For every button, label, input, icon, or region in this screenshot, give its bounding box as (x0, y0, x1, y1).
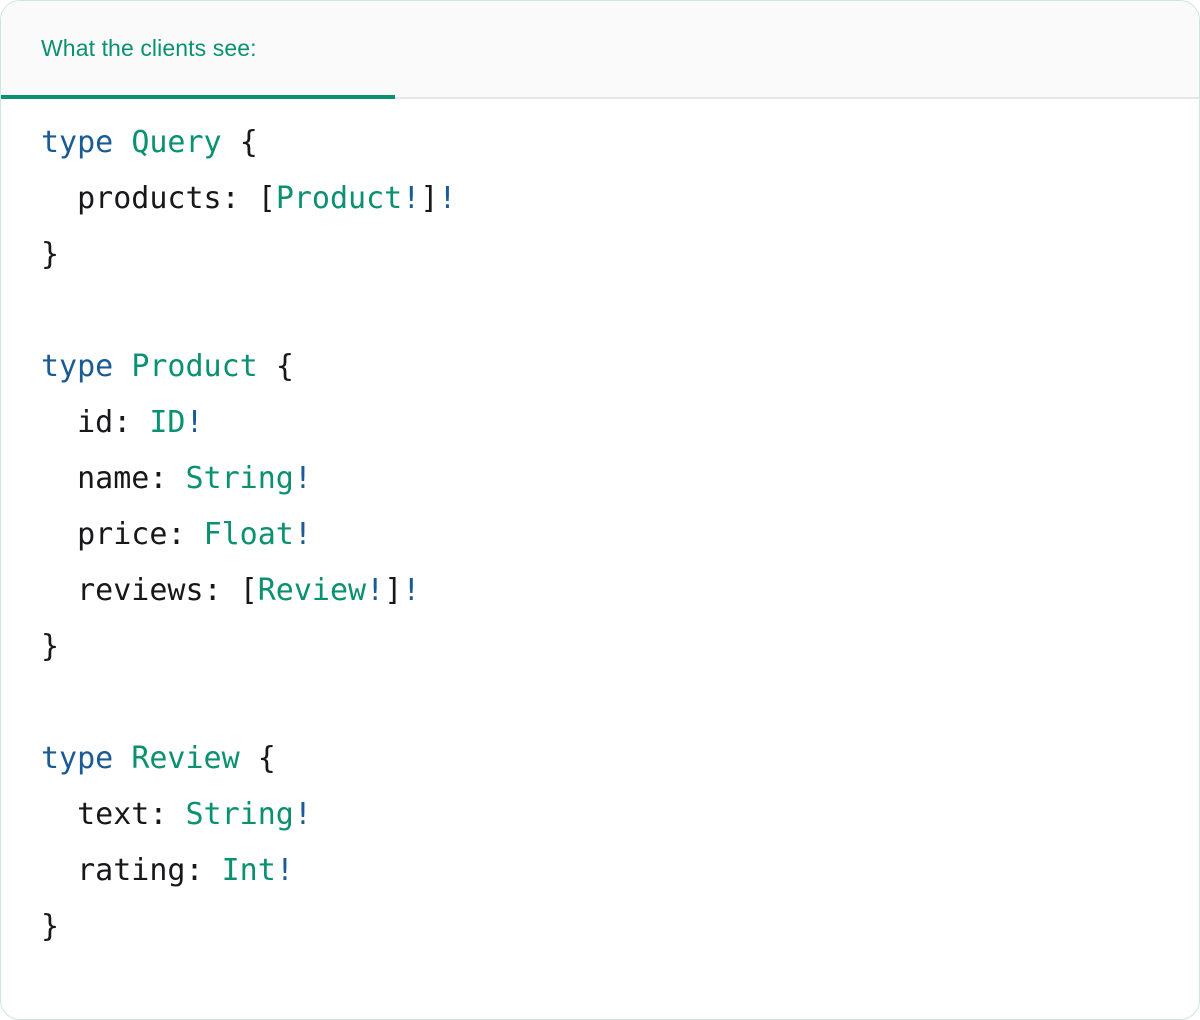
code-token-field: id (77, 405, 114, 440)
tab-label: What the clients see: (41, 34, 257, 61)
code-token-field: rating (77, 853, 186, 888)
code-token-bang: ! (293, 461, 312, 496)
code-token-punct: : (221, 181, 258, 216)
code-token-typename: ID (149, 405, 186, 440)
code-token-keyword: type (41, 349, 114, 384)
code-token-punct: : (185, 853, 222, 888)
code-token-typename: Product (275, 181, 403, 216)
code-token-punct: ] (384, 573, 403, 608)
code-line: id: ID! (41, 395, 1199, 451)
code-line: products: [Product!]! (41, 171, 1199, 227)
tab-what-the-clients-see[interactable]: What the clients see: (1, 1, 395, 99)
code-token-field: price (77, 517, 168, 552)
code-token-plain (41, 517, 77, 552)
code-token-plain (113, 349, 131, 384)
code-token-punct: : (149, 461, 186, 496)
code-token-bang: ! (293, 517, 312, 552)
code-token-bang: ! (366, 573, 385, 608)
tab-bar: What the clients see: (1, 1, 1199, 99)
code-token-plain (41, 573, 77, 608)
graphql-schema-code[interactable]: type Query { products: [Product!]!} type… (1, 115, 1199, 955)
code-area: type Query { products: [Product!]!} type… (1, 99, 1199, 955)
code-token-bang: ! (438, 181, 457, 216)
code-token-plain (41, 853, 77, 888)
code-token-keyword: type (41, 125, 114, 160)
code-token-plain (222, 125, 240, 160)
code-token-typename: String (185, 461, 294, 496)
code-token-typename: Review (131, 741, 240, 776)
code-token-bang: ! (402, 573, 421, 608)
code-line (41, 675, 1199, 731)
code-token-punct: { (275, 349, 294, 384)
code-token-field: text (77, 797, 150, 832)
code-token-keyword: type (41, 741, 114, 776)
code-line: } (41, 619, 1199, 675)
code-token-typename: Product (131, 349, 258, 384)
code-token-bang: ! (275, 853, 294, 888)
code-token-punct: { (257, 741, 276, 776)
code-token-punct: ] (420, 181, 439, 216)
code-line: } (41, 899, 1199, 955)
code-token-bang: ! (402, 181, 421, 216)
code-token-punct: [ (239, 573, 258, 608)
code-token-punct: } (41, 629, 60, 664)
code-token-typename: Float (203, 517, 294, 552)
code-token-plain (41, 461, 77, 496)
code-token-field: reviews (77, 573, 204, 608)
code-token-plain (41, 797, 77, 832)
code-token-punct: } (41, 909, 60, 944)
code-line: type Query { (41, 115, 1199, 171)
code-token-typename: Review (257, 573, 367, 608)
code-token-field: name (77, 461, 150, 496)
code-token-plain (258, 349, 276, 384)
code-token-plain (41, 405, 77, 440)
code-line: reviews: [Review!]! (41, 563, 1199, 619)
code-token-bang: ! (293, 797, 312, 832)
code-token-typename: Query (131, 125, 222, 160)
code-token-typename: String (185, 797, 294, 832)
code-token-punct: { (239, 125, 258, 160)
code-token-punct: [ (257, 181, 276, 216)
code-token-plain (113, 125, 131, 160)
code-line: } (41, 227, 1199, 283)
code-token-punct: : (149, 797, 186, 832)
code-token-punct: : (203, 573, 240, 608)
code-token-punct: : (113, 405, 150, 440)
code-line: type Product { (41, 339, 1199, 395)
code-line: name: String! (41, 451, 1199, 507)
code-token-field: products (77, 181, 222, 216)
code-line: rating: Int! (41, 843, 1199, 899)
code-token-plain (41, 181, 77, 216)
code-token-bang: ! (185, 405, 204, 440)
code-line: text: String! (41, 787, 1199, 843)
code-token-typename: Int (221, 853, 276, 888)
code-token-plain (113, 741, 131, 776)
code-token-punct: : (167, 517, 204, 552)
code-line (41, 283, 1199, 339)
code-lines: type Query { products: [Product!]!} type… (41, 115, 1199, 955)
code-line: type Review { (41, 731, 1199, 787)
code-token-punct: } (41, 237, 60, 272)
code-line: price: Float! (41, 507, 1199, 563)
code-token-plain (240, 741, 258, 776)
